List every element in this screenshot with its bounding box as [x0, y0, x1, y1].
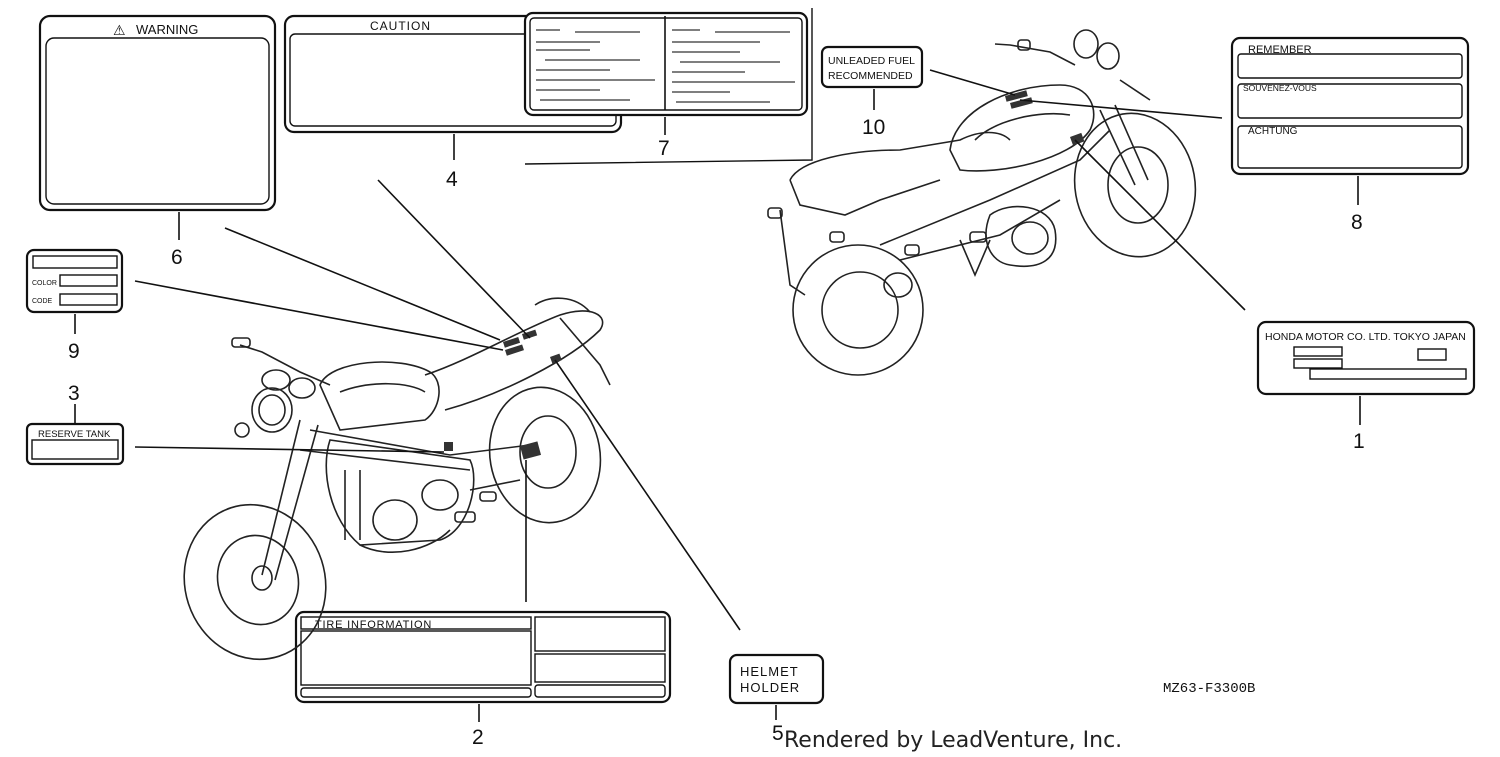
reserve-tank-text: RESERVE TANK	[38, 429, 111, 440]
color-code-label-part[interactable]: COLOR CODE	[25, 248, 124, 314]
leader-3-to-bike	[134, 446, 445, 453]
diagram-code: MZ63-F3300B	[1163, 681, 1255, 697]
leader-8-to-bike	[1019, 99, 1223, 119]
helmet-line2: HOLDER	[740, 680, 800, 695]
tire-information-label-part[interactable]: TIRE INFORMATION	[294, 610, 672, 704]
warning-label-text: WARNING	[136, 22, 198, 37]
callout-3[interactable]: 3	[68, 382, 80, 405]
leader-4-to-bike	[377, 179, 531, 339]
tire-information-text: TIRE INFORMATION	[315, 619, 432, 631]
unleaded-line1: UNLEADED FUEL	[828, 55, 915, 67]
callout-7[interactable]: 7	[658, 137, 670, 160]
warning-symbol-icon: ⚠	[113, 22, 126, 38]
caution-label-text: CAUTION	[370, 19, 431, 33]
unleaded-fuel-label-part[interactable]: UNLEADED FUEL RECOMMENDED	[820, 45, 924, 89]
motorcycle-right-illustration	[767, 29, 1197, 376]
callout-8[interactable]: 8	[1351, 211, 1363, 234]
helmet-holder-label-part[interactable]: HELMET HOLDER	[728, 653, 825, 705]
leader-5-to-bike	[554, 359, 741, 631]
leader-6-to-bike	[224, 227, 501, 341]
motorcycle-left-illustration	[183, 297, 611, 661]
helmet-line1: HELMET	[740, 664, 799, 679]
callout-9[interactable]: 9	[68, 340, 80, 363]
callout-6[interactable]: 6	[171, 246, 183, 269]
warning-label-part[interactable]: ⚠ WARNING	[38, 14, 277, 212]
reserve-tank-label-part[interactable]: RESERVE TANK	[25, 422, 125, 466]
spec-label-part[interactable]	[523, 11, 809, 117]
code-text: CODE	[32, 298, 53, 305]
leader-9-to-bike	[134, 280, 504, 351]
multilingual-label-part[interactable]: REMEMBER SOUVENEZ-VOUS ACHTUNG	[1230, 36, 1470, 176]
callout-4[interactable]: 4	[446, 168, 458, 191]
honda-id-plate-part[interactable]: HONDA MOTOR CO. LTD. TOKYO JAPAN	[1256, 320, 1476, 396]
callout-2[interactable]: 2	[472, 726, 484, 749]
callout-1[interactable]: 1	[1353, 430, 1365, 453]
leader-10-to-bike	[929, 69, 1016, 96]
souvenez-text: SOUVENEZ-VOUS	[1243, 83, 1317, 93]
callout-5[interactable]: 5	[772, 722, 784, 745]
unleaded-line2: RECOMMENDED	[828, 70, 913, 82]
leader-1-to-bike	[1074, 139, 1246, 311]
divider-line	[524, 8, 813, 165]
remember-text: REMEMBER	[1248, 44, 1312, 56]
color-text: COLOR	[32, 280, 57, 287]
honda-text: HONDA MOTOR CO. LTD. TOKYO JAPAN	[1265, 331, 1466, 343]
callout-10[interactable]: 10	[862, 116, 885, 139]
credit-text: Rendered by LeadVenture, Inc.	[784, 728, 1122, 753]
achtung-text: ACHTUNG	[1248, 126, 1298, 137]
